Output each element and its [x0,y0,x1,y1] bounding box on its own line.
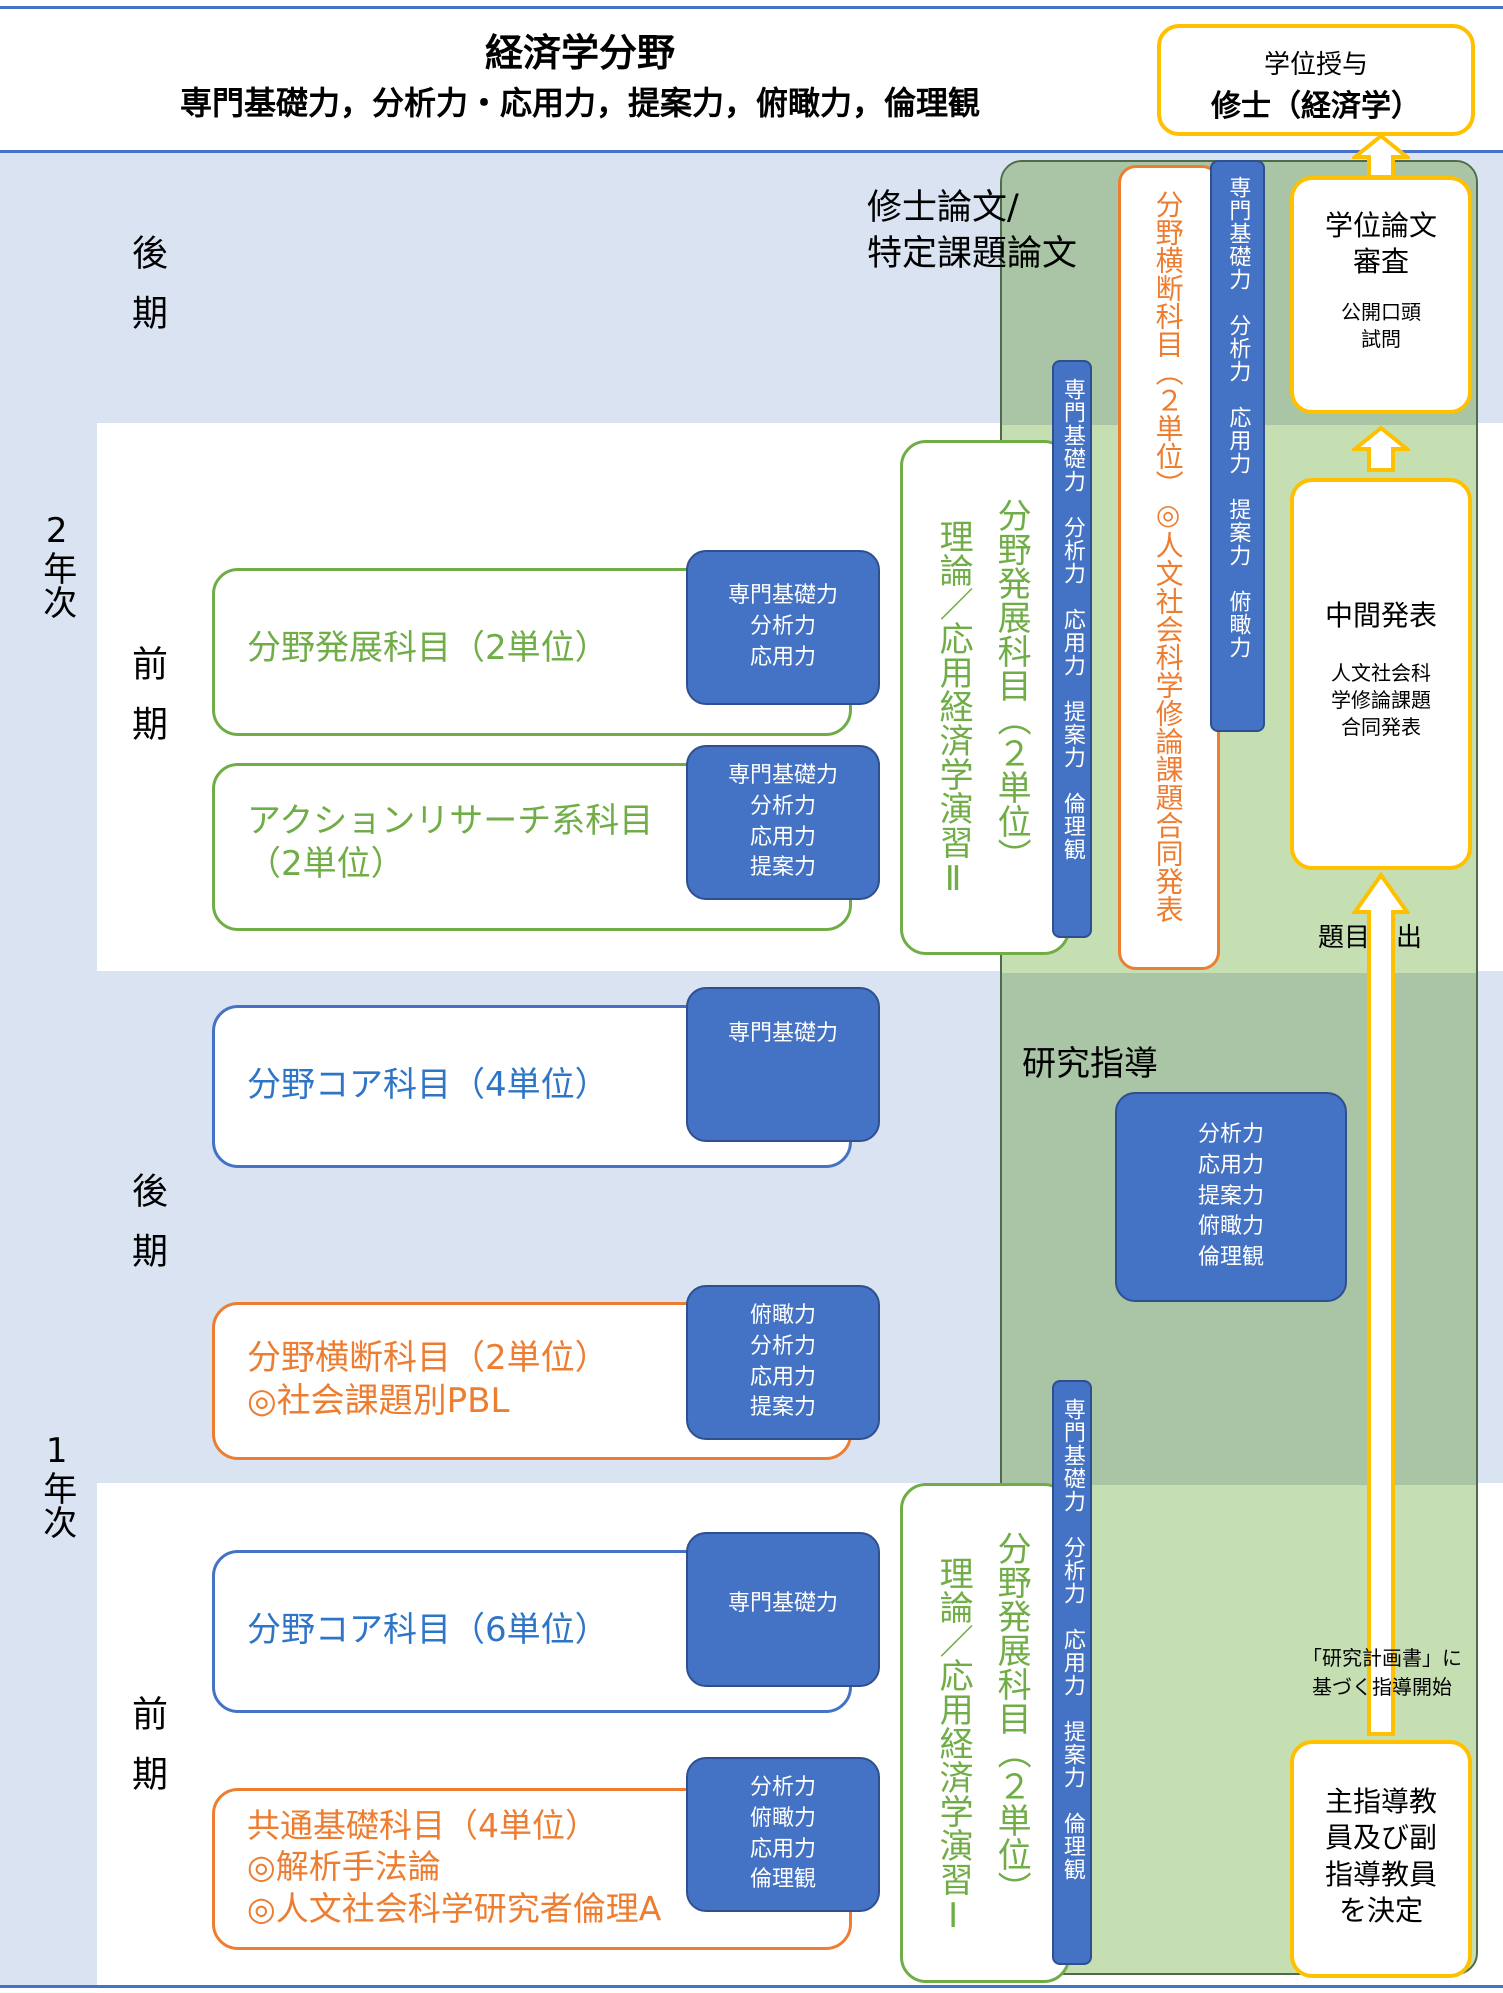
exercise-1-box: 分野発展科目（２単位） 理論／応用経済学演習Ⅰ [900,1483,1070,1983]
skill-label: 応用力 [749,644,816,670]
course-label-line1: 分野横断科目（2単位） [247,1338,609,1378]
skill-label: 俯瞰力 [1197,1214,1264,1240]
skill-label: 専門基礎力 [727,583,838,609]
skill-label: 倫理観 [1197,1245,1264,1271]
course-label: 分野コア科目（4単位） [247,1065,609,1105]
advisor-line2: 員及び副 [1324,1821,1437,1855]
skill-label: 分析力 [1197,1122,1264,1147]
degree-box: 学位授与 修士（経済学） [1157,24,1475,136]
skill-label: 分析力 [749,1774,816,1800]
course-label: 分野コア科目（6単位） [247,1610,609,1650]
mid-title: 中間発表 [1324,599,1437,632]
thesis-label-line1: 修士論文/ [867,188,1019,228]
term-y2-late: 後期 [126,234,167,354]
exercise-2-col2: 理論／応用経済学演習Ⅱ [933,519,974,899]
thesis-label-line2: 特定課題論文 [867,233,1078,274]
exercise-2-col1: 分野発展科目（２単位） [991,498,1032,872]
thesis-review-box: 学位論文 審査 公開口頭 試問 [1290,176,1472,414]
research-guidance-skills: 分析力 応用力 提案力 俯瞰力 倫理観 [1115,1092,1347,1302]
skill-label: 提案力 [749,855,816,881]
term-y1-late: 後期 [126,1172,167,1292]
top-rule [0,6,1503,9]
thesis-label: 修士論文/ 特定課題論文 [867,186,1077,277]
skills-y1-common: 分析力 俯瞰力 応用力 倫理観 [686,1757,880,1912]
skill-label: 応用力 [1197,1152,1264,1178]
review-title1: 学位論文 [1324,209,1437,242]
arrow-up-icon [1352,425,1410,472]
skills-y1-cross: 俯瞰力 分析力 応用力 提案力 [686,1285,880,1440]
bottom-rule [0,1985,1503,1988]
cross-presentation-text: 分野横断科目（２単位）◎人文社会科学修論課題合同発表 [1151,190,1185,923]
review-sub1: 公開口頭 [1341,299,1421,324]
advisor-line1: 主指導教 [1324,1785,1437,1818]
review-sub2: 試問 [1361,326,1401,351]
advisor-decision-box: 主指導教 員及び副 指導教員 を決定 [1290,1740,1472,1978]
term-y1-early: 前期 [126,1695,167,1815]
skill-label: 専門基礎力 分析力 応用力 提案力 倫理観 [1059,378,1085,861]
course-label-line1: アクションリサーチ系科目 [247,801,654,841]
course-label-line2: ◎解析手法論 [247,1847,441,1887]
page-title: 経済学分野 [484,31,675,75]
exercise-2-box: 分野発展科目（２単位） 理論／応用経済学演習Ⅱ [900,440,1070,955]
skill-label: 専門基礎力 [727,1591,838,1617]
arrow-up-icon [1352,133,1410,179]
skill-label: 分析力 [749,1333,816,1359]
midterm-presentation-box: 中間発表 人文社会科 学修論課題 合同発表 [1290,478,1472,870]
course-label-line1: 共通基礎科目（4単位） [247,1806,598,1845]
skill-label: 提案力 [1197,1183,1264,1209]
course-label-line3: ◎人文社会科学研究者倫理A [247,1888,662,1928]
exercise-2-skills: 専門基礎力 分析力 応用力 提案力 倫理観 [1052,360,1092,938]
skill-label: 専門基礎力 分析力 応用力 提案力 俯瞰力 [1225,176,1251,659]
skill-label: 応用力 [749,1836,816,1862]
mid-sub2: 学修論課題 [1331,688,1431,713]
skills-y1-core-6: 専門基礎力 [686,1532,880,1687]
skills-y2-development: 専門基礎力 分析力 応用力 [686,550,880,705]
year1-label: 1年次 [36,1431,77,1539]
skill-label: 分析力 [749,793,816,819]
mid-sub1: 人文社会科 [1331,661,1431,686]
course-label: アクションリサーチ系科目 （2単位） [247,800,653,885]
advisor-line3: 指導教員 [1324,1857,1437,1891]
skill-label: 俯瞰力 [749,1302,816,1328]
course-label: 分野発展科目（2単位） [247,628,609,668]
course-y1-common: 共通基礎科目（4単位） ◎解析手法論 ◎人文社会科学研究者倫理A [212,1788,852,1950]
skill-label: 俯瞰力 [749,1805,816,1831]
skills-y2-action-research: 専門基礎力 分析力 応用力 提案力 [686,745,880,900]
cross-presentation-skills: 専門基礎力 分析力 応用力 提案力 俯瞰力 [1210,160,1265,732]
plan-note-line1: 「研究計画書」に [1302,1646,1462,1670]
cross-presentation-box: 分野横断科目（２単位）◎人文社会科学修論課題合同発表 [1118,165,1220,970]
course-label-line2: ◎社会課題別PBL [247,1380,510,1421]
review-title2: 審査 [1352,245,1409,279]
research-guidance-label: 研究指導 [1022,1044,1158,1084]
skill-label: 倫理観 [749,1867,816,1893]
arrow-up-long-icon [1352,872,1410,1736]
skill-label: 提案力 [749,1395,816,1421]
degree-line1: 学位授与 [1263,50,1368,80]
plan-note-line2: 基づく指導開始 [1312,1675,1452,1699]
skill-label: 応用力 [749,824,816,850]
exercise-1-col1: 分野発展科目（２単位） [991,1531,1032,1905]
exercise-1-skills: 専門基礎力 分析力 応用力 提案力 倫理観 [1052,1380,1092,1965]
header-rule [0,150,1503,153]
mid-sub3: 合同発表 [1341,715,1421,740]
skill-label: 分析力 [749,614,816,640]
skill-label: 専門基礎力 分析力 応用力 提案力 倫理観 [1059,1398,1085,1881]
plan-note: 「研究計画書」に 基づく指導開始 [1282,1644,1482,1702]
term-y2-early: 前期 [126,645,167,765]
skills-y1-core-4: 専門基礎力 [686,987,880,1142]
year2-label: 2年次 [36,511,77,619]
skill-label: 専門基礎力 [727,762,838,788]
advisor-line4: を決定 [1338,1894,1423,1928]
degree-line2: 修士（経済学） [1211,89,1421,124]
exercise-1-col2: 理論／応用経済学演習Ⅰ [933,1556,974,1936]
course-label-line2: （2単位） [247,843,405,884]
year-column [0,153,97,1985]
skill-label: 専門基礎力 [727,1021,838,1047]
page-subtitle: 専門基礎力，分析力・応用力，提案力，俯瞰力，倫理観 [179,84,980,122]
course-label: 分野横断科目（2単位） ◎社会課題別PBL [247,1337,609,1422]
skill-label: 応用力 [749,1364,816,1390]
course-label: 共通基礎科目（4単位） ◎解析手法論 ◎人文社会科学研究者倫理A [247,1805,661,1929]
